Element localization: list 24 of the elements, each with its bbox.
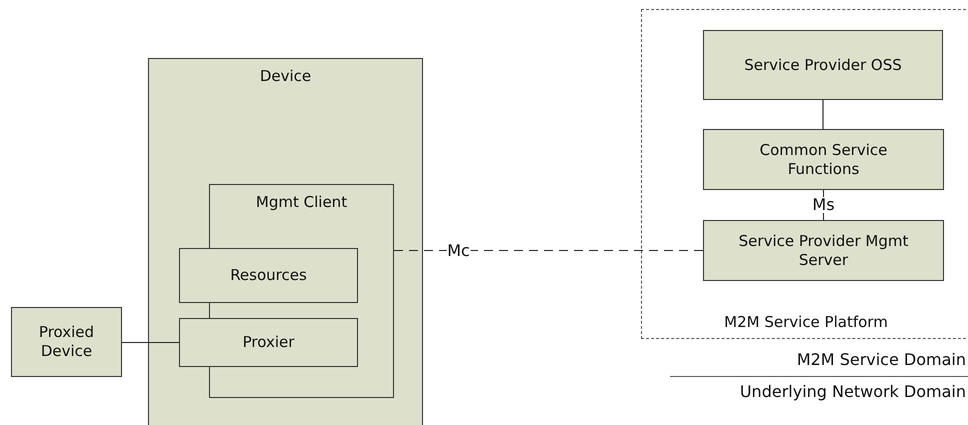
- node-label: Common Service Functions: [758, 140, 888, 178]
- node-label: Proxied Device: [38, 323, 95, 361]
- node-label: Service Provider OSS: [744, 56, 902, 74]
- node-label: Service Provider Mgmt Server: [738, 232, 910, 270]
- node-label: Mgmt Client: [256, 193, 348, 212]
- component-box: [703, 129, 944, 190]
- connector-line: [822, 100, 824, 130]
- domain-label: M2M Service Domain: [796, 350, 966, 369]
- node-label: Proxier: [242, 333, 294, 352]
- platform-region: [641, 9, 968, 339]
- device-container: [148, 58, 423, 425]
- component-box: [179, 248, 358, 303]
- dashed-connector: [394, 250, 704, 251]
- component-box: [703, 220, 944, 281]
- component-box: [179, 318, 358, 367]
- node-label: M2M Service Platform: [724, 313, 888, 332]
- component-box: [703, 30, 943, 100]
- domain-label: Underlying Network Domain: [740, 382, 966, 401]
- edge-label: Ms: [811, 197, 836, 213]
- node-label: Resources: [230, 266, 307, 285]
- edge-label: Mc: [446, 242, 471, 258]
- component-box: [11, 307, 122, 377]
- connector-line: [122, 342, 180, 343]
- node-label: Device: [260, 67, 312, 86]
